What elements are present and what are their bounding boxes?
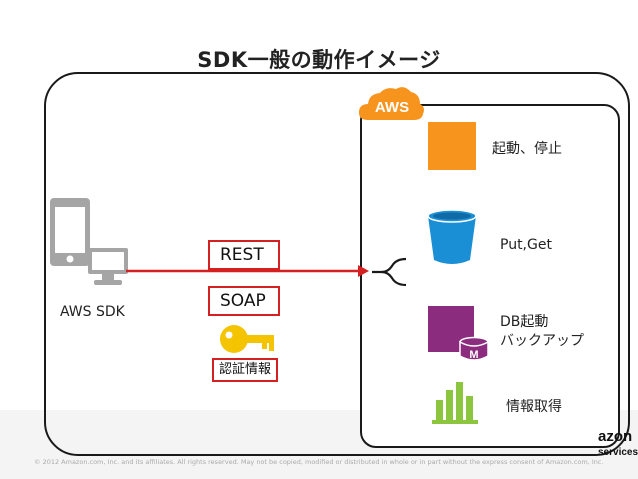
auth-credentials-box: 認証情報 — [212, 358, 278, 382]
client-environment-frame — [44, 72, 630, 456]
service-label-start-stop: 起動、停止 — [492, 141, 562, 157]
page-title: SDK一般の動作イメージ — [197, 48, 441, 72]
logo-line-1: azon — [598, 428, 633, 445]
cloudwatch-bar-chart-icon — [432, 382, 478, 424]
service-label-backup: バックアップ — [500, 333, 584, 349]
logo-line-2: services — [598, 447, 638, 458]
soap-protocol-box: SOAP — [208, 286, 280, 316]
aws-cloud-icon: AWS — [358, 87, 424, 120]
rds-badge-letter: M — [469, 349, 478, 361]
aws-badge-text: AWS — [375, 99, 409, 116]
client-label: AWS SDK — [60, 304, 125, 320]
service-label-get-info: 情報取得 — [506, 399, 562, 415]
ec2-square-icon — [428, 122, 476, 170]
rest-protocol-box: REST — [208, 240, 280, 270]
amazon-web-services-logo: azon services — [598, 428, 638, 464]
s3-bucket-icon — [427, 209, 477, 264]
key-icon — [220, 325, 274, 353]
request-arrow — [126, 265, 369, 277]
endpoint-icon — [372, 257, 407, 287]
aws-cloud-frame — [360, 104, 620, 448]
rds-database-icon: M — [428, 306, 489, 361]
copyright-footer: © 2012 Amazon.com, Inc. and its affiliat… — [34, 458, 604, 466]
service-label-db-start: DB起動 — [500, 314, 549, 330]
service-label-put-get: Put,Get — [500, 237, 552, 253]
device-icon — [50, 198, 128, 285]
